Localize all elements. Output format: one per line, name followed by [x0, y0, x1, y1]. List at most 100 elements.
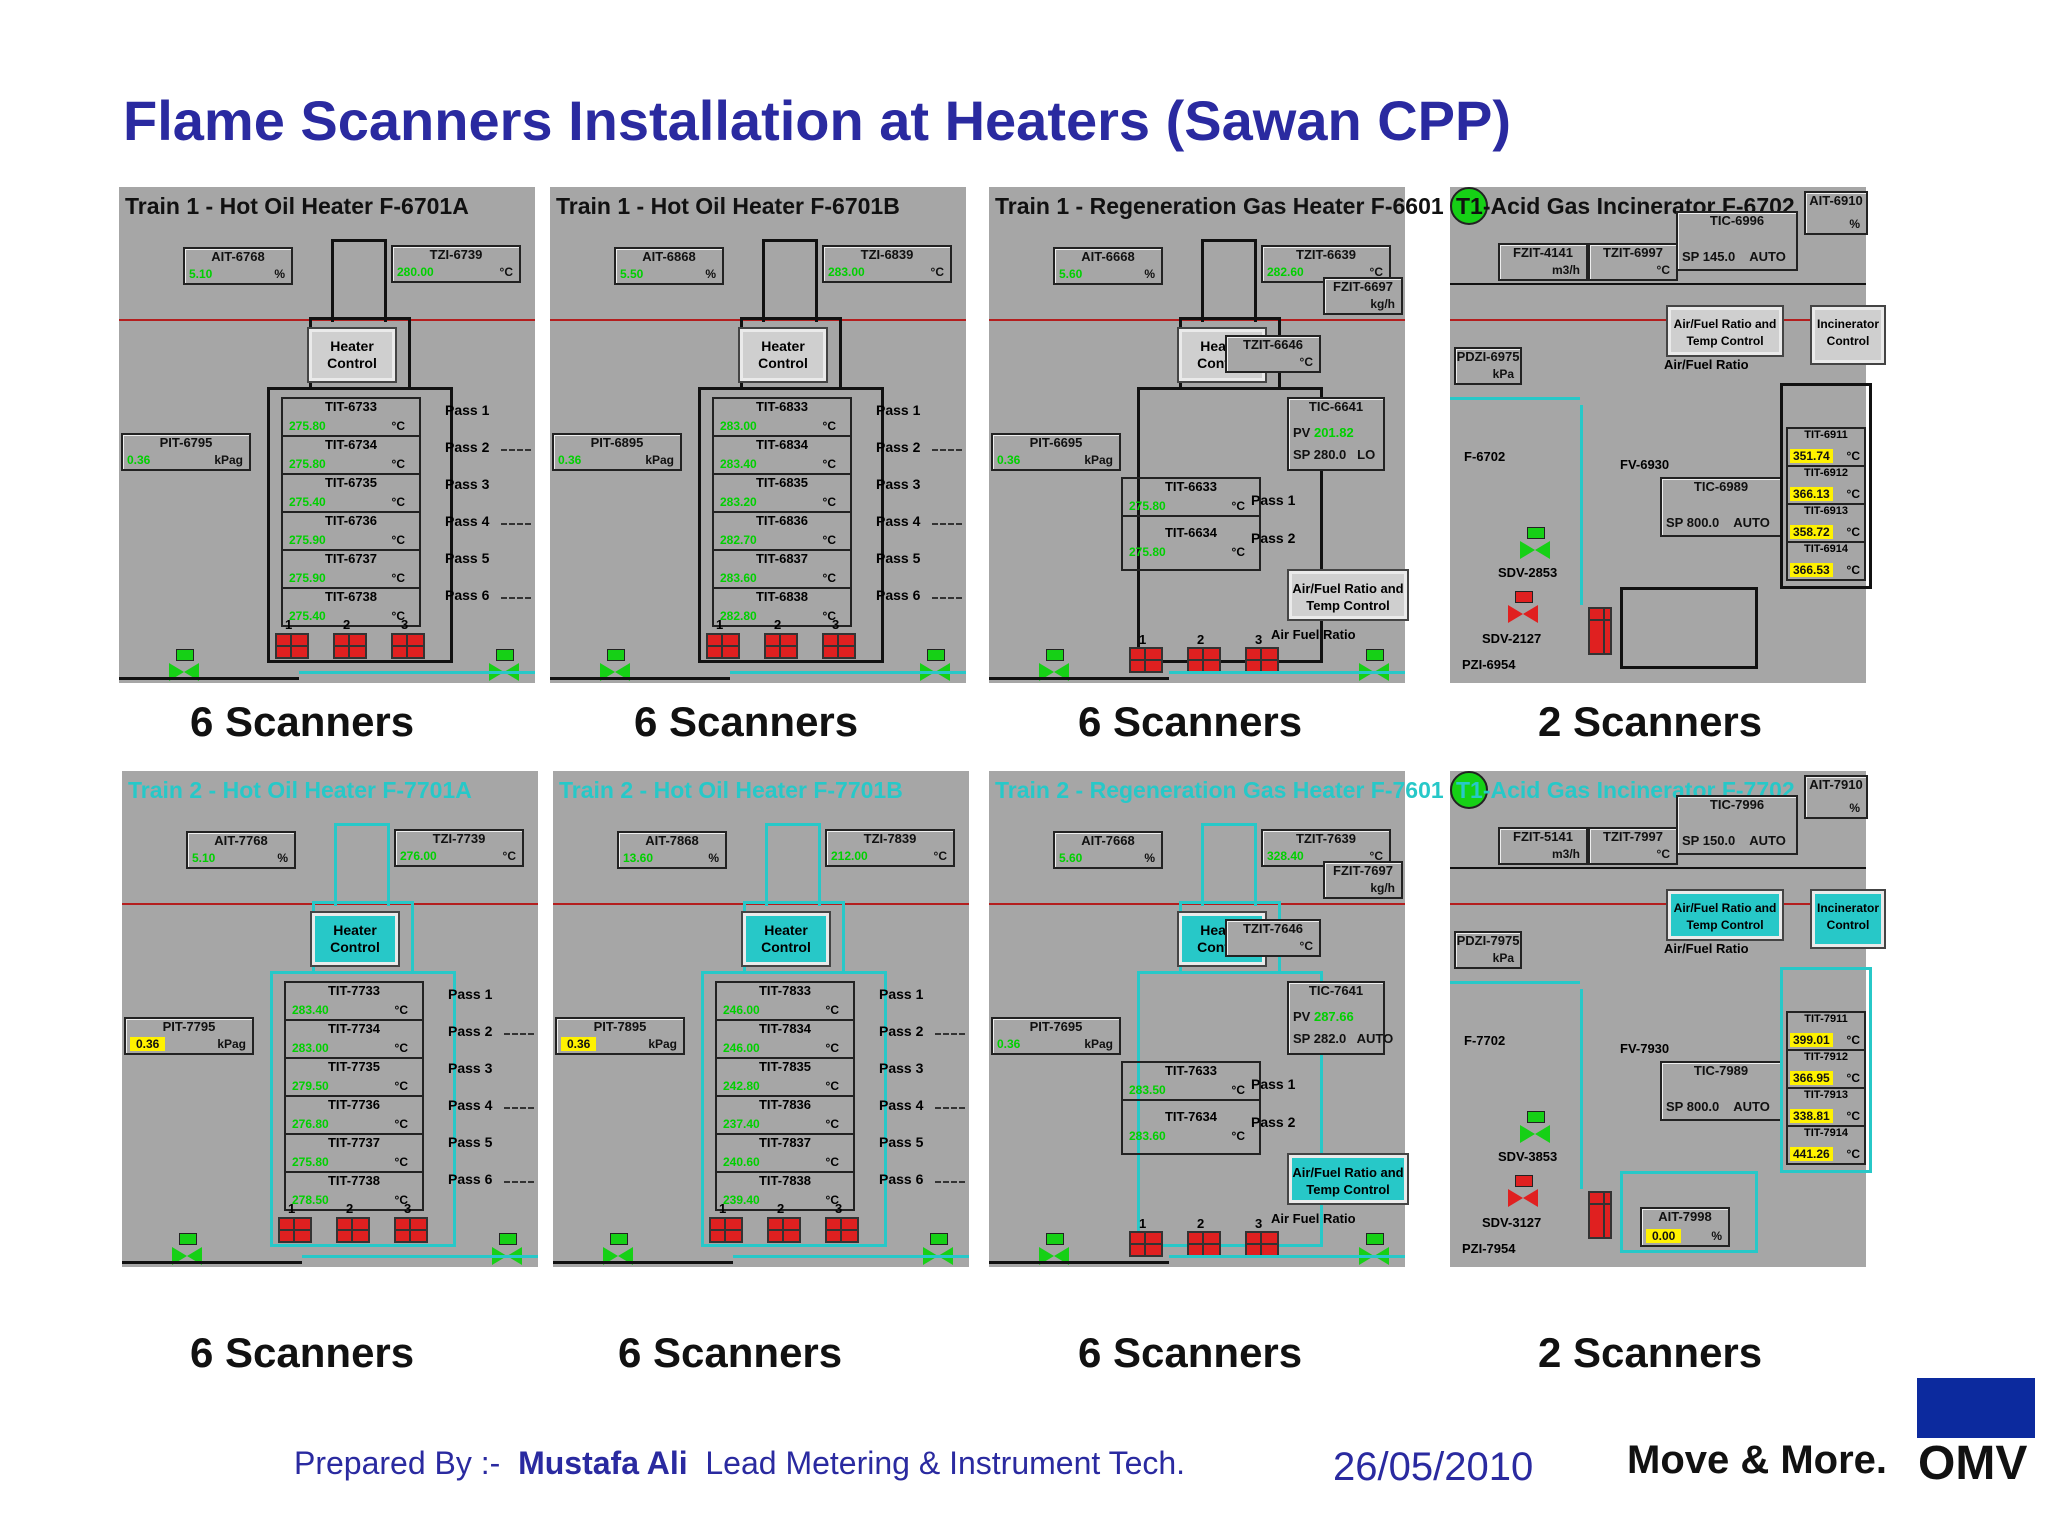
- sdv-valve-1[interactable]: [1520, 527, 1550, 559]
- ait-tag-box[interactable]: AIT-6910%: [1804, 191, 1868, 235]
- flame-scanner-icon[interactable]: [394, 1217, 428, 1243]
- blower-pump-icon[interactable]: [1450, 187, 1488, 225]
- fuel-valve-right[interactable]: [489, 649, 519, 681]
- incinerator-control-button[interactable]: Incinerator Control: [1810, 889, 1886, 949]
- flame-scanner-icon[interactable]: [767, 1217, 801, 1243]
- fuel-valve-left[interactable]: [172, 1233, 202, 1265]
- fuel-valve-left[interactable]: [169, 649, 199, 681]
- fuel-valve-left[interactable]: [1039, 1233, 1069, 1265]
- flame-scanner-icon[interactable]: [1129, 647, 1163, 673]
- flame-scanner-icon[interactable]: [709, 1217, 743, 1243]
- flame-scanner-icon[interactable]: [1588, 1191, 1612, 1239]
- afr-control-button[interactable]: Air/Fuel Ratio and Temp Control: [1287, 1153, 1409, 1205]
- tzit-tag-box[interactable]: TZIT-7997°C: [1588, 827, 1678, 865]
- blower-pump-icon[interactable]: [1450, 771, 1488, 809]
- tzit-tag-box[interactable]: TZIT-6997°C: [1588, 243, 1678, 281]
- flame-scanner-icon[interactable]: [822, 633, 856, 659]
- fuel-valve-right[interactable]: [923, 1233, 953, 1265]
- fuel-valve-left[interactable]: [1039, 649, 1069, 681]
- flame-scanner-icon[interactable]: [1129, 1231, 1163, 1257]
- flame-scanner-icon[interactable]: [1187, 1231, 1221, 1257]
- flame-scanner-icon[interactable]: [825, 1217, 859, 1243]
- flame-scanner-icon[interactable]: [764, 633, 798, 659]
- fuel-valve-left[interactable]: [603, 1233, 633, 1265]
- fuel-valve-right[interactable]: [1359, 649, 1389, 681]
- afr-control-button[interactable]: Air/Fuel Ratio and Temp Control: [1666, 889, 1784, 941]
- afr-control-button[interactable]: Air/Fuel Ratio and Temp Control: [1666, 305, 1784, 357]
- fuel-valve-right[interactable]: [920, 649, 950, 681]
- fuel-valve-left[interactable]: [600, 649, 630, 681]
- heater-control-button[interactable]: Heater Control: [310, 911, 400, 967]
- flame-scanner-icon[interactable]: [1245, 1231, 1279, 1257]
- flame-scanner-icon[interactable]: [275, 633, 309, 659]
- sdv-valve-2[interactable]: [1508, 1175, 1538, 1207]
- sdv-valve-2[interactable]: [1508, 591, 1538, 623]
- flame-scanner-icon[interactable]: [333, 633, 367, 659]
- flame-scanner-icon[interactable]: [706, 633, 740, 659]
- flame-scanner-icon[interactable]: [336, 1217, 370, 1243]
- flame-scanner-icon[interactable]: [1187, 647, 1221, 673]
- flame-scanner-icon[interactable]: [1245, 647, 1279, 673]
- flame-scanner-icon[interactable]: [391, 633, 425, 659]
- tzit2-tag-box[interactable]: TZIT-6646°C: [1225, 335, 1321, 373]
- ait-tag-box[interactable]: AIT-7910%: [1804, 775, 1868, 819]
- fuel-valve-right[interactable]: [1359, 1233, 1389, 1265]
- heater-control-button[interactable]: Heater Control: [741, 911, 831, 967]
